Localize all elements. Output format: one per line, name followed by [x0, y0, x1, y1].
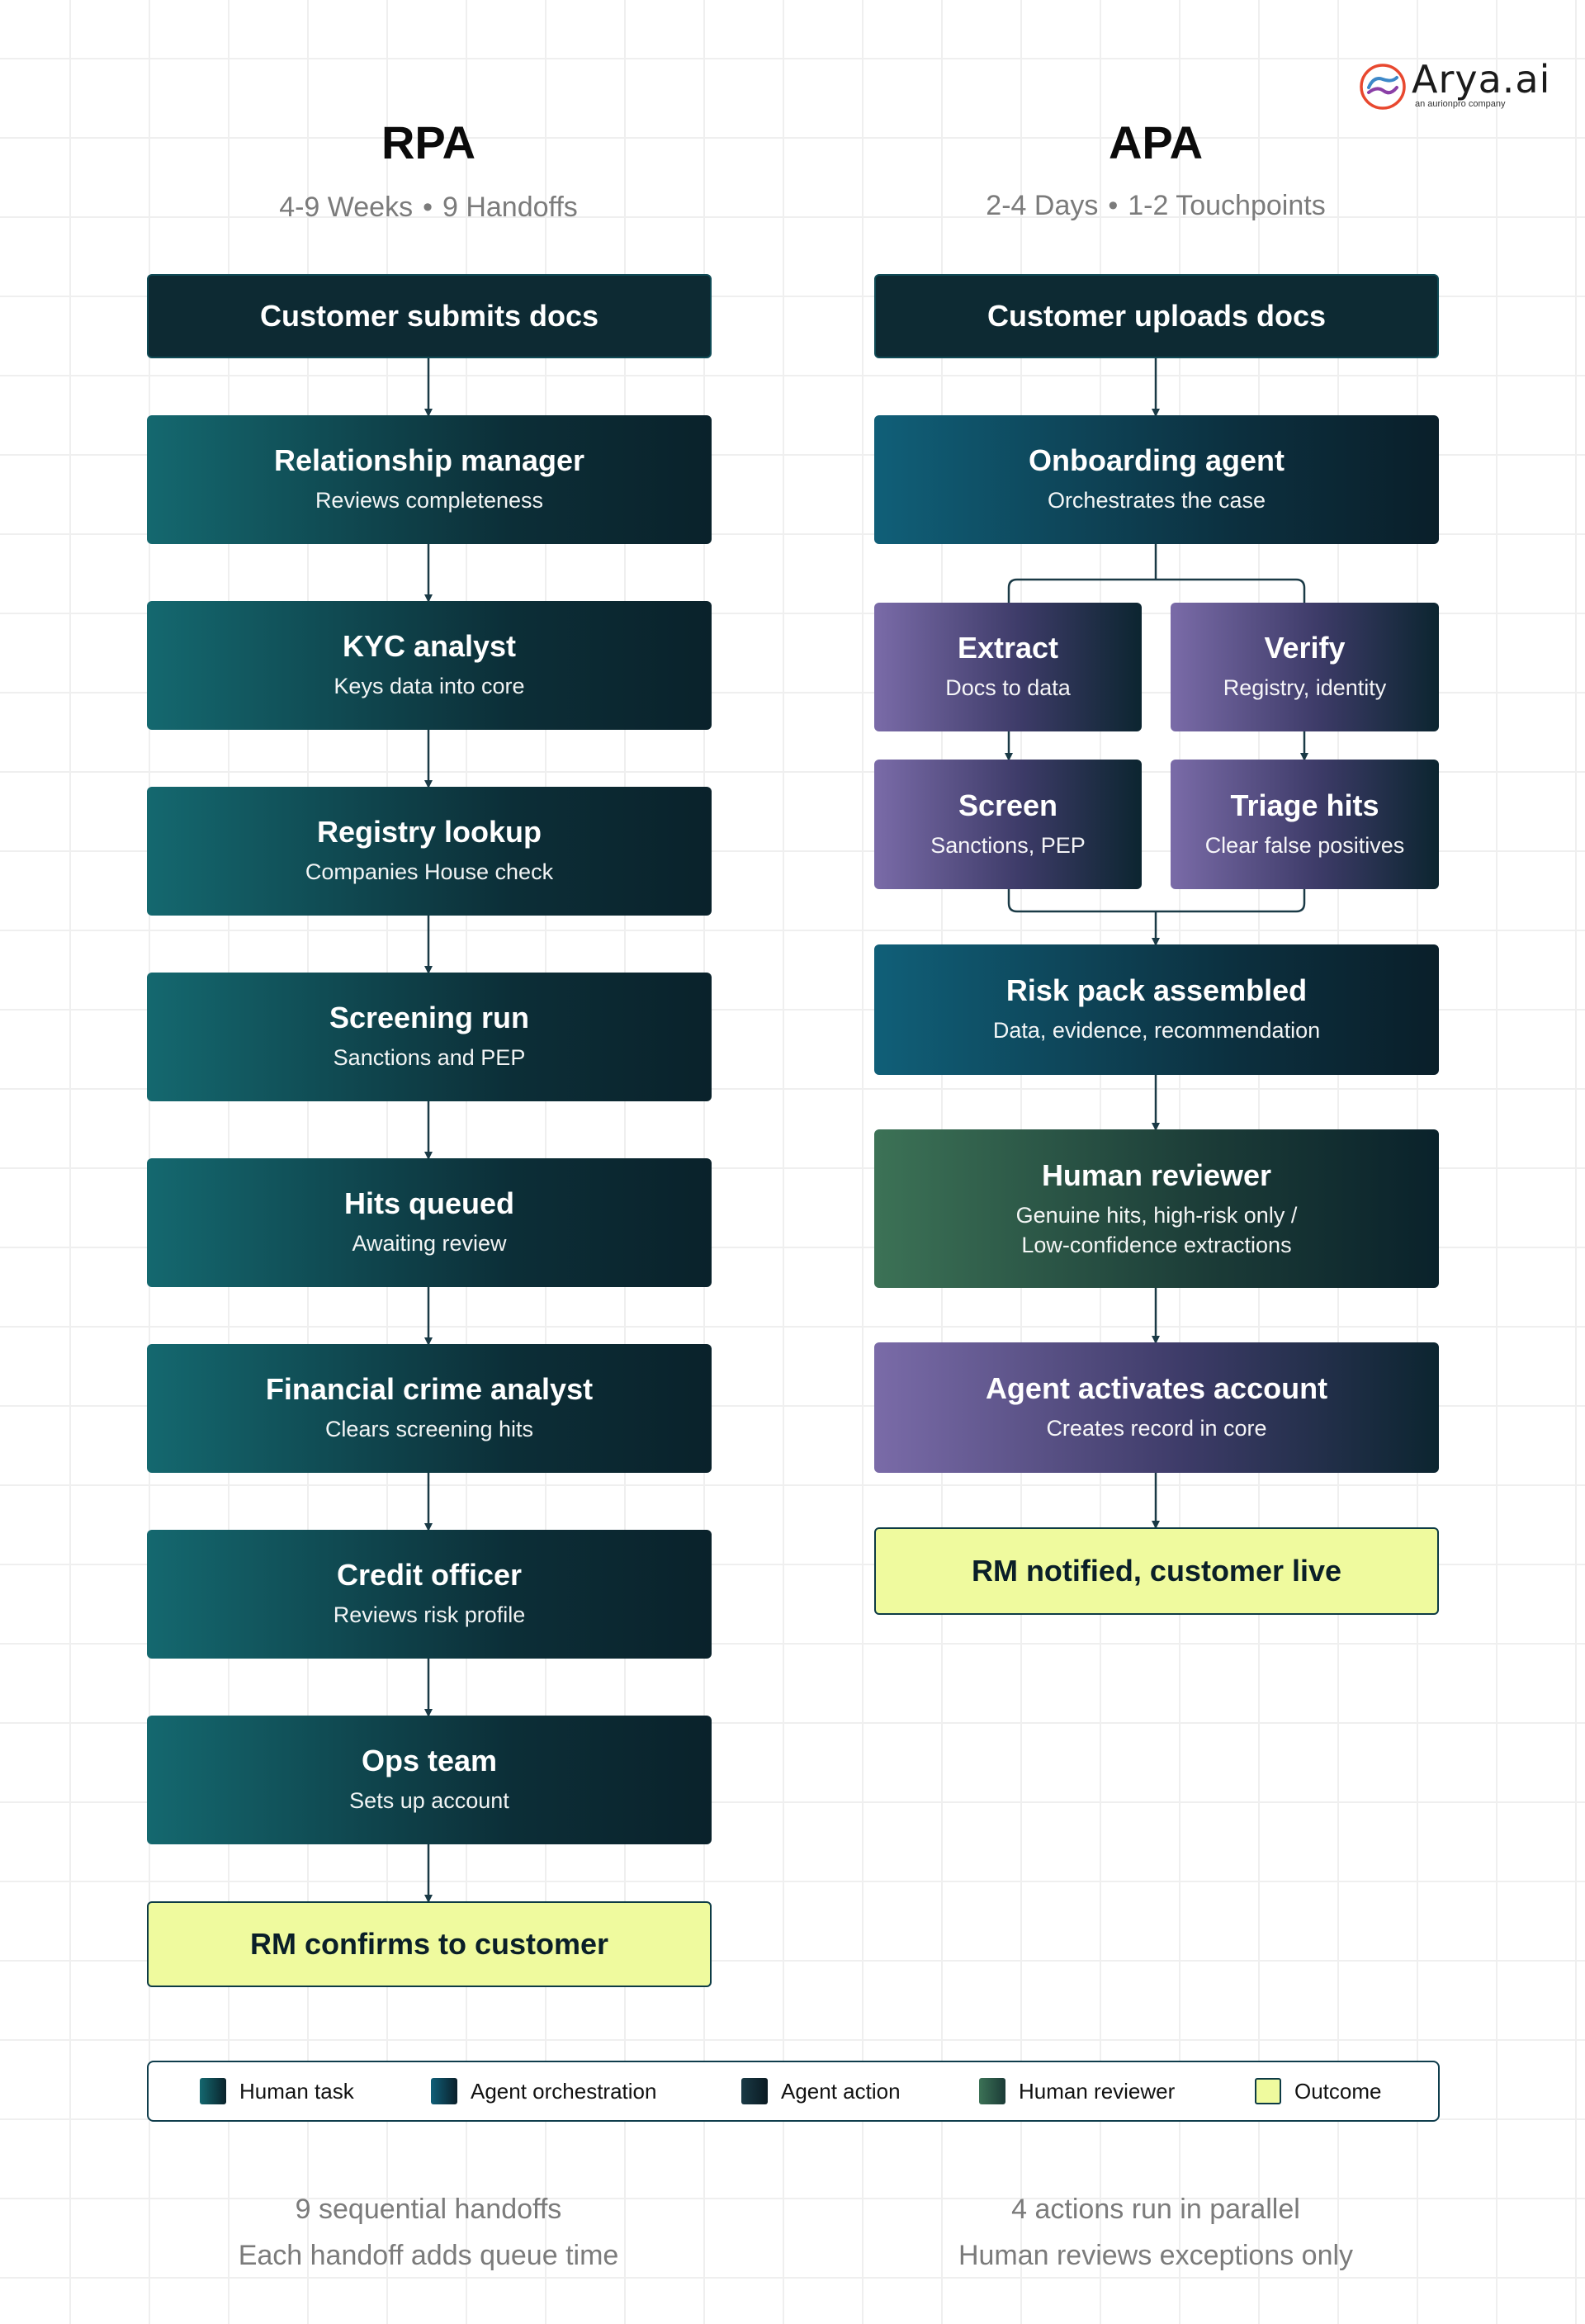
step-title: Screen — [958, 788, 1058, 822]
step-subtitle-line-1: Genuine hits, high-risk only / — [1015, 1202, 1298, 1228]
legend-item-agent-action: Agent action — [741, 2062, 901, 2120]
step-subtitle: Docs to data — [945, 675, 1071, 700]
legend-label: Outcome — [1294, 2078, 1382, 2104]
human-reviewer-swatch-icon — [979, 2078, 1005, 2104]
step-title: Registry lookup — [316, 815, 542, 849]
step-subtitle: Reviews risk profile — [333, 1602, 526, 1627]
apa-step-customer-uploads: Customer uploads docs — [874, 274, 1439, 358]
legend-label: Human reviewer — [1019, 2078, 1176, 2104]
rpa-step-financial-crime-analyst: Financial crime analyst Clears screening… — [147, 1344, 712, 1473]
agent-action-swatch-icon — [741, 2078, 768, 2104]
step-title: Customer submits docs — [259, 299, 599, 333]
legend-item-agent-orchestration: Agent orchestration — [431, 2062, 656, 2120]
apa-footer-line-2: Human reviews exceptions only — [958, 2240, 1354, 2271]
brand-tagline: an aurionpro company — [1415, 99, 1506, 109]
step-subtitle: Data, evidence, recommendation — [992, 1018, 1321, 1043]
legend-label: Agent orchestration — [471, 2078, 657, 2104]
rpa-footer-line-1: 9 sequential handoffs — [295, 2194, 562, 2225]
step-title: Triage hits — [1230, 788, 1379, 822]
step-title: Credit officer — [336, 1558, 523, 1592]
apa-duration: 2-4 Days — [986, 190, 1099, 221]
separator-dot: • — [1108, 190, 1119, 221]
apa-touchpoints: 1-2 Touchpoints — [1128, 190, 1326, 221]
step-subtitle: Keys data into core — [334, 674, 525, 698]
step-subtitle-line-2: Low-confidence extractions — [1021, 1232, 1292, 1257]
rpa-step-credit-officer: Credit officer Reviews risk profile — [147, 1530, 712, 1659]
rpa-title: RPA — [381, 116, 476, 168]
step-title: KYC analyst — [342, 629, 517, 663]
apa-step-screen: Screen Sanctions, PEP — [874, 760, 1142, 889]
apa-fork-connector — [1007, 544, 1306, 603]
rpa-step-registry-lookup: Registry lookup Companies House check — [147, 787, 712, 916]
apa-metrics: 2-4 Days • 1-2 Touchpoints — [871, 190, 1441, 222]
rpa-step-ops-team: Ops team Sets up account — [147, 1716, 712, 1844]
outcome-swatch-icon — [1255, 2078, 1281, 2104]
separator-dot: • — [423, 192, 433, 223]
apa-step-extract: Extract Docs to data — [874, 603, 1142, 731]
step-title: Financial crime analyst — [265, 1372, 594, 1406]
step-title: RM confirms to customer — [249, 1927, 609, 1961]
legend-label: Agent action — [781, 2078, 901, 2104]
apa-step-verify: Verify Registry, identity — [1171, 603, 1439, 731]
step-title: Relationship manager — [273, 443, 585, 477]
apa-step-risk-pack: Risk pack assembled Data, evidence, reco… — [874, 944, 1439, 1075]
step-title: Human reviewer — [1041, 1157, 1272, 1192]
apa-footer: 4 actions run in parallel Human reviews … — [871, 2186, 1441, 2279]
agent-orchestration-swatch-icon — [431, 2078, 457, 2104]
apa-footer-line-1: 4 actions run in parallel — [1011, 2194, 1300, 2225]
step-subtitle: Orchestrates the case — [1047, 488, 1266, 513]
rpa-step-hits-queued: Hits queued Awaiting review — [147, 1158, 712, 1287]
apa-step-human-reviewer: Human reviewer Genuine hits, high-risk o… — [874, 1129, 1439, 1288]
step-subtitle: Companies House check — [305, 859, 554, 884]
step-title: RM notified, customer live — [971, 1554, 1342, 1588]
step-title: Agent activates account — [985, 1371, 1328, 1405]
arya-logo: Arya.ai an aurionpro company — [1359, 58, 1550, 116]
step-title: Customer uploads docs — [986, 299, 1327, 333]
rpa-footer-line-2: Each handoff adds queue time — [238, 2240, 619, 2271]
legend: Human task Agent orchestration Agent act… — [147, 2061, 1440, 2122]
rpa-handoffs: 9 Handoffs — [442, 192, 578, 223]
step-title: Verify — [1264, 631, 1346, 665]
step-title: Hits queued — [343, 1186, 514, 1220]
step-title: Onboarding agent — [1029, 443, 1285, 477]
legend-item-human-task: Human task — [200, 2062, 354, 2120]
legend-item-outcome: Outcome — [1255, 2062, 1382, 2120]
step-subtitle: Registry, identity — [1223, 675, 1387, 700]
rpa-step-screening-run: Screening run Sanctions and PEP — [147, 973, 712, 1101]
rpa-metrics: 4-9 Weeks • 9 Handoffs — [144, 192, 713, 224]
step-title: Risk pack assembled — [1005, 973, 1308, 1007]
apa-step-triage-hits: Triage hits Clear false positives — [1171, 760, 1439, 889]
step-subtitle: Clears screening hits — [324, 1417, 534, 1441]
step-subtitle: Sanctions, PEP — [930, 832, 1086, 858]
rpa-step-rm-confirms: RM confirms to customer — [147, 1901, 712, 1987]
step-subtitle: Clear false positives — [1204, 832, 1405, 858]
apa-step-onboarding-agent: Onboarding agent Orchestrates the case — [874, 415, 1439, 544]
legend-label: Human task — [239, 2078, 354, 2104]
step-subtitle: Sanctions and PEP — [333, 1045, 526, 1070]
rpa-duration: 4-9 Weeks — [279, 192, 414, 223]
step-subtitle: Creates record in core — [1046, 1416, 1267, 1441]
apa-step-agent-activates: Agent activates account Creates record i… — [874, 1342, 1439, 1473]
apa-title: APA — [1108, 116, 1204, 168]
rpa-step-customer-submits: Customer submits docs — [147, 274, 712, 358]
step-title: Ops team — [361, 1744, 498, 1777]
step-subtitle: Awaiting review — [352, 1231, 507, 1256]
step-title: Extract — [957, 631, 1059, 665]
legend-item-human-reviewer: Human reviewer — [979, 2062, 1175, 2120]
apa-join-connector — [1007, 889, 1306, 944]
step-title: Screening run — [329, 1001, 530, 1034]
rpa-step-relationship-manager: Relationship manager Reviews completenes… — [147, 415, 712, 544]
human-task-swatch-icon — [200, 2078, 226, 2104]
arya-brain-icon — [1360, 64, 1406, 110]
step-subtitle: Genuine hits, high-risk only / Low-confi… — [1016, 1200, 1298, 1260]
step-subtitle: Reviews completeness — [315, 488, 544, 513]
step-subtitle: Sets up account — [349, 1788, 509, 1813]
rpa-step-kyc-analyst: KYC analyst Keys data into core — [147, 601, 712, 730]
brand-name: Arya.ai — [1412, 57, 1551, 102]
rpa-footer: 9 sequential handoffs Each handoff adds … — [144, 2186, 713, 2279]
apa-step-rm-notified: RM notified, customer live — [874, 1527, 1439, 1615]
